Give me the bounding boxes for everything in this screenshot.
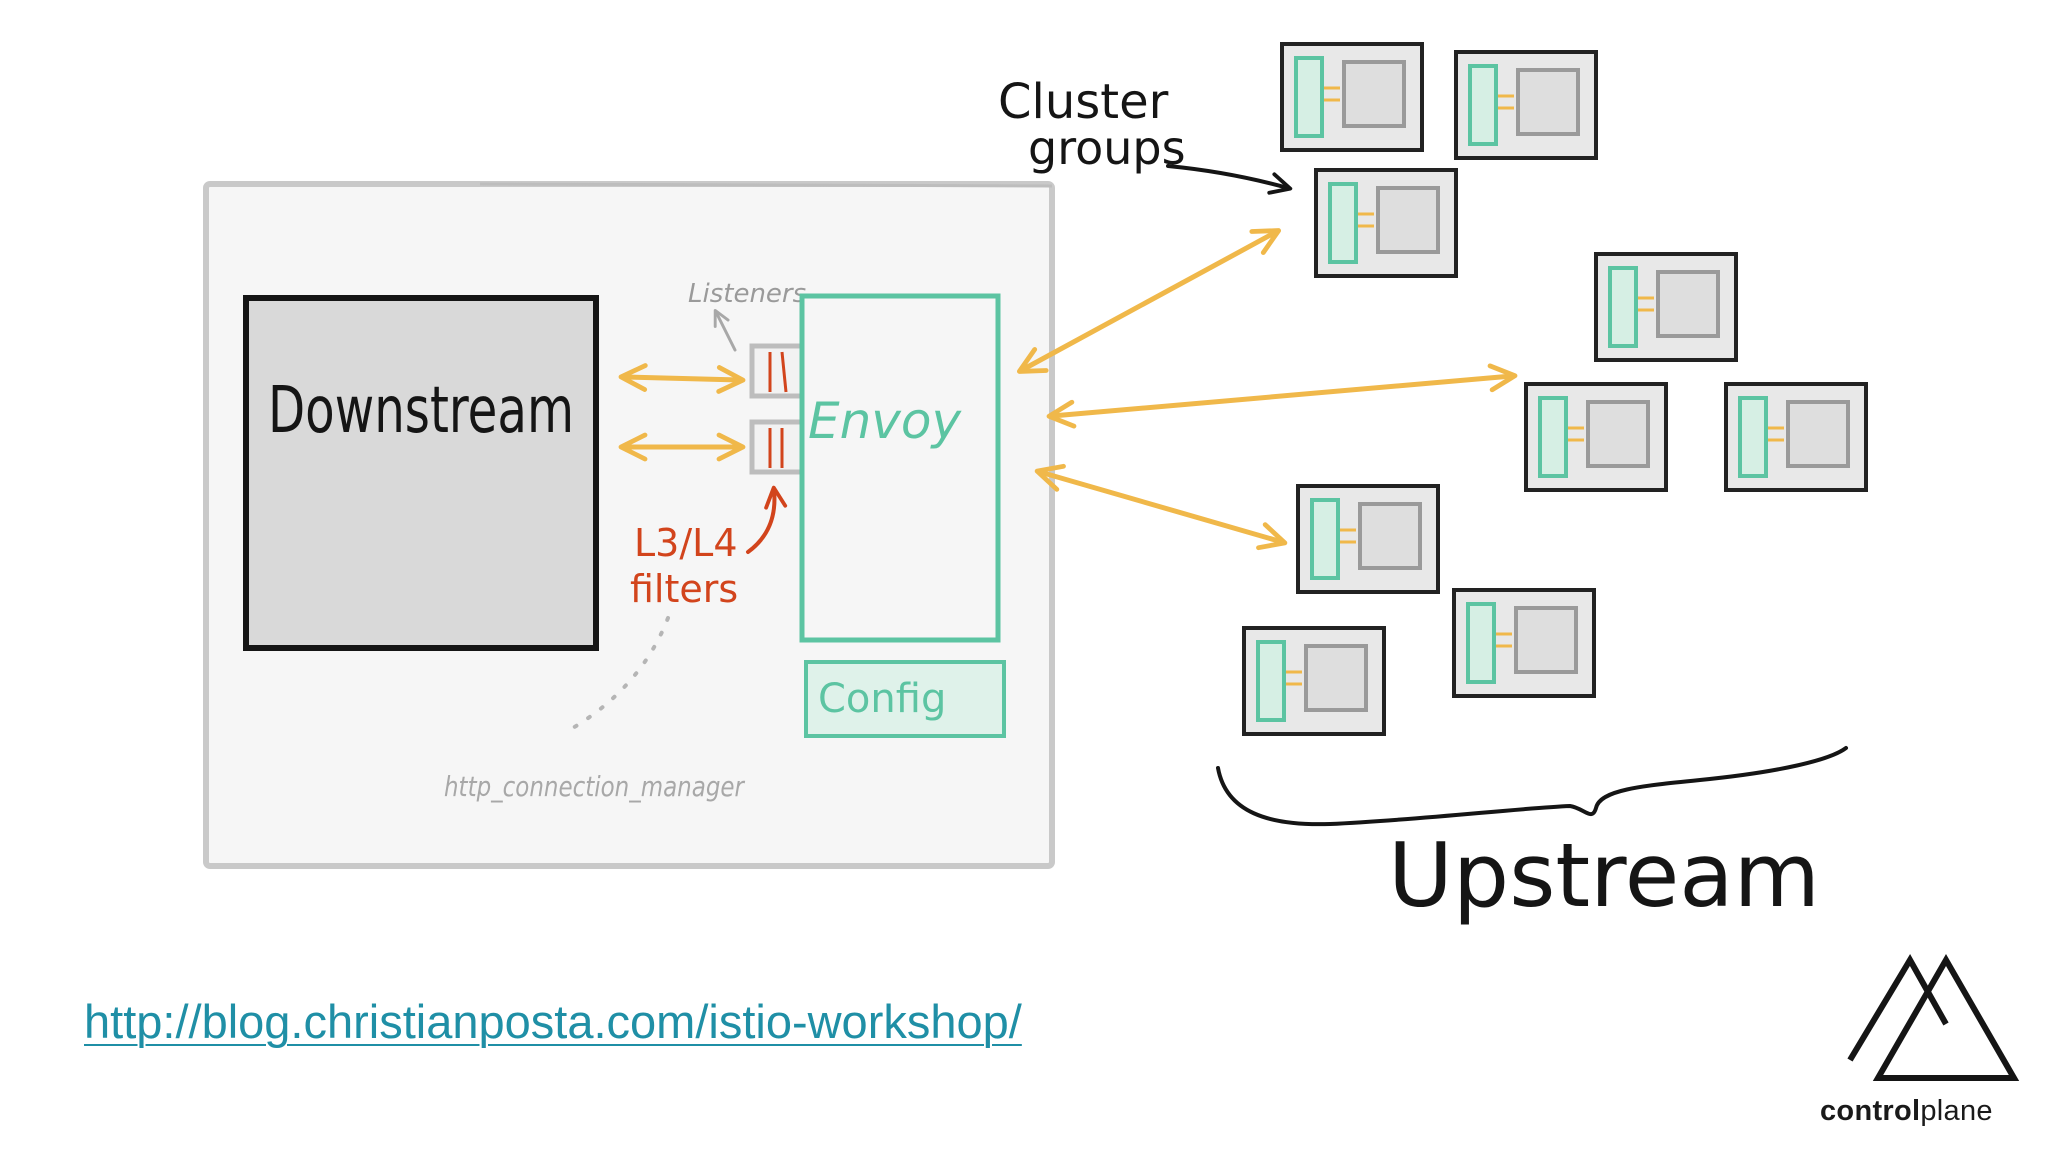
- listeners-annotation: Listeners: [688, 279, 806, 352]
- brand-light: plane: [1920, 1095, 1993, 1127]
- filters-label-line2: filters: [630, 567, 738, 611]
- config-box: Config: [804, 660, 1006, 738]
- filters-annotation: L3/L4 filters: [630, 485, 788, 611]
- listener-arrow-top: [618, 363, 746, 394]
- brand-bold: control: [1820, 1095, 1921, 1127]
- cluster-groups-annotation: Cluster groups: [998, 74, 1293, 195]
- upstream-node: [1524, 382, 1668, 492]
- listener-top: [749, 343, 805, 399]
- controlplane-brand: controlplane: [1820, 1095, 1993, 1128]
- listener-arrows: [618, 363, 746, 462]
- cluster-arrow-middle: [1046, 363, 1518, 429]
- upstream-node: [1280, 42, 1424, 152]
- config-label: Config: [818, 676, 946, 722]
- upstream-brace: Upstream: [1216, 746, 1848, 927]
- downstream-label: Downstream: [268, 374, 574, 448]
- cluster-groups-label-line1: Cluster: [998, 74, 1169, 130]
- http-connection-manager-label: http_connection_manager: [444, 770, 745, 803]
- upstream-nodes: [1242, 42, 1868, 736]
- envoy-label: Envoy: [808, 392, 962, 450]
- http-connection-manager-annotation: http_connection_manager: [444, 616, 745, 803]
- cluster-arrows: [1016, 228, 1518, 551]
- downstream-box: Downstream: [243, 295, 599, 651]
- cluster-arrow-top: [1016, 228, 1282, 374]
- cluster-groups-label-line2: groups: [1028, 121, 1186, 175]
- upstream-node: [1452, 588, 1596, 698]
- upstream-node: [1314, 168, 1458, 278]
- upstream-node: [1454, 50, 1598, 160]
- upstream-node: [1242, 626, 1386, 736]
- upstream-node: [1296, 484, 1440, 594]
- double-triangle-logo-icon: [1847, 953, 2020, 1081]
- filters-label-line1: L3/L4: [634, 521, 738, 565]
- upstream-node: [1724, 382, 1868, 492]
- listeners-label: Listeners: [688, 279, 806, 309]
- envoy-box: Envoy: [799, 293, 1001, 643]
- cluster-arrow-bottom: [1034, 463, 1288, 551]
- upstream-label: Upstream: [1388, 824, 1820, 927]
- listener-bottom: [749, 419, 805, 475]
- upstream-node: [1594, 252, 1738, 362]
- workshop-link[interactable]: http://blog.christianposta.com/istio-wor…: [84, 995, 1022, 1048]
